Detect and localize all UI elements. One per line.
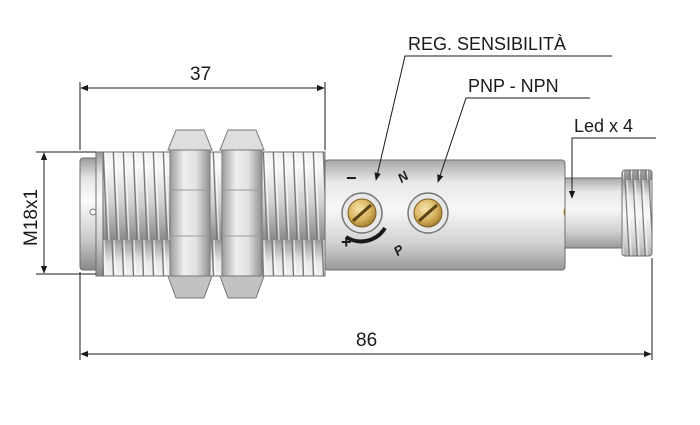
led-leader [568, 137, 656, 199]
plus-mark: + [341, 232, 352, 252]
connector-neck [564, 177, 626, 249]
dim-m18-text: M18x1 [21, 189, 42, 246]
sensitivity-arc [344, 226, 387, 244]
dim-37-text: 37 [190, 64, 211, 85]
barrel-marker [89, 208, 97, 216]
sensitivity-leader [374, 55, 612, 181]
pnp-npn-leader [437, 97, 590, 183]
sensitivity-label: REG. SENSIBILITÀ [408, 34, 566, 54]
hex-nut-1 [167, 129, 213, 299]
threaded-barrel [102, 151, 326, 277]
hex-nut-2 [219, 129, 265, 299]
led-label: Led x 4 [574, 116, 633, 136]
pnp-npn-screw [407, 192, 449, 234]
dim-86-text: 86 [356, 330, 377, 351]
pnp-npn-label: PNP - NPN [468, 76, 559, 96]
sensitivity-screw [341, 192, 383, 234]
connector-thread [621, 169, 653, 257]
minus-mark: − [346, 168, 357, 188]
